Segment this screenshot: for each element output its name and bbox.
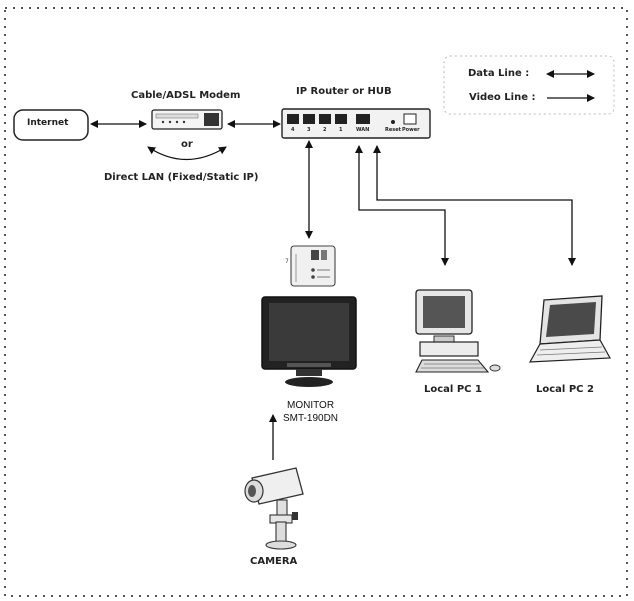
router-pc2-link [373, 145, 576, 266]
router-port-2: 2 [323, 127, 327, 133]
direct-lan-curve [147, 146, 227, 161]
modem-device [151, 109, 223, 130]
router-reset-label: Reset [385, 127, 401, 133]
monitor-device [261, 296, 357, 387]
router-pc1-link [355, 145, 449, 266]
pc2-laptop [528, 295, 611, 363]
decoder-module: 7 [285, 245, 336, 287]
monitor-name-label: MONITOR [287, 400, 335, 411]
legend-video-line-label: Video Line : [469, 92, 536, 103]
camera-device [244, 467, 304, 550]
router-title: IP Router or HUB [296, 86, 392, 97]
router-port-4: 4 [291, 127, 295, 133]
internet-label: Internet [27, 118, 69, 128]
camera-label: CAMERA [250, 556, 298, 567]
router-port-wan: WAN [356, 127, 370, 133]
diagram-border [4, 7, 628, 597]
pc1-computer [415, 289, 501, 373]
router-port-3: 3 [307, 127, 311, 133]
svg-text:7: 7 [285, 258, 289, 265]
legend-data-line-label: Data Line : [468, 68, 530, 79]
modem-label: Cable/ADSL Modem [131, 90, 241, 101]
legend-box [443, 55, 615, 115]
pc1-label: Local PC 1 [424, 384, 482, 395]
router-device [281, 108, 431, 139]
router-power-label: Power [402, 127, 420, 133]
monitor-model-label: SMT-190DN [283, 413, 339, 424]
pc2-label: Local PC 2 [536, 384, 594, 395]
internet-box [13, 109, 89, 141]
direct-lan-label: Direct LAN (Fixed/Static IP) [104, 172, 259, 183]
router-port-1: 1 [339, 127, 343, 133]
or-label: or [181, 139, 193, 150]
